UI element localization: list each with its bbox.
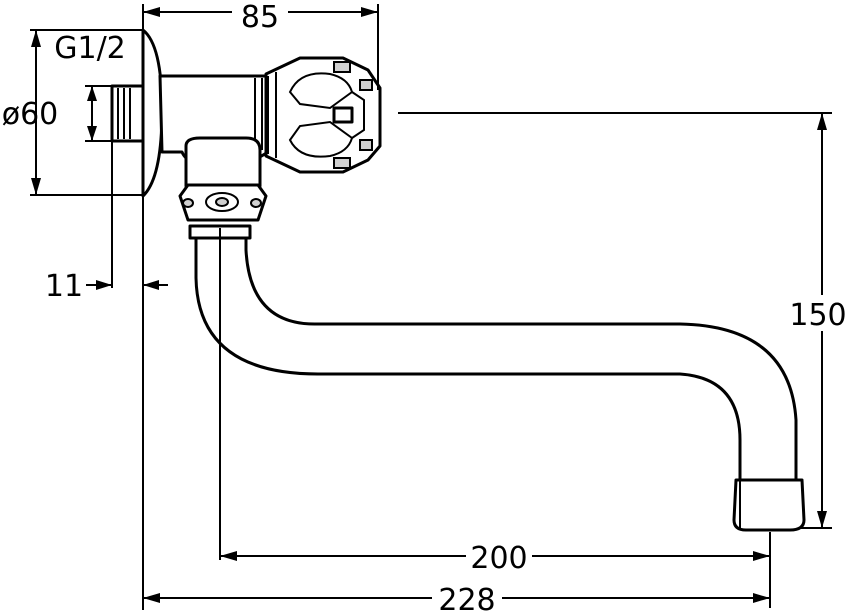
- handle: [264, 56, 382, 174]
- dim-spout-reach: 200: [470, 541, 527, 576]
- dim-flange-thickness: 11: [45, 269, 83, 304]
- thread-connector: [110, 84, 145, 143]
- outlet-neck: [184, 136, 262, 188]
- dim-overall-length: 228: [438, 583, 495, 613]
- dim-flange-diameter: ø60: [2, 97, 59, 132]
- wall-flange: [141, 28, 164, 198]
- dim-height: 150: [789, 298, 846, 333]
- faucet-body: [110, 28, 806, 532]
- dim-top-width: 85: [241, 0, 279, 35]
- dim-thread: G1/2: [54, 31, 126, 66]
- aerator: [732, 478, 806, 532]
- spout: [194, 232, 798, 484]
